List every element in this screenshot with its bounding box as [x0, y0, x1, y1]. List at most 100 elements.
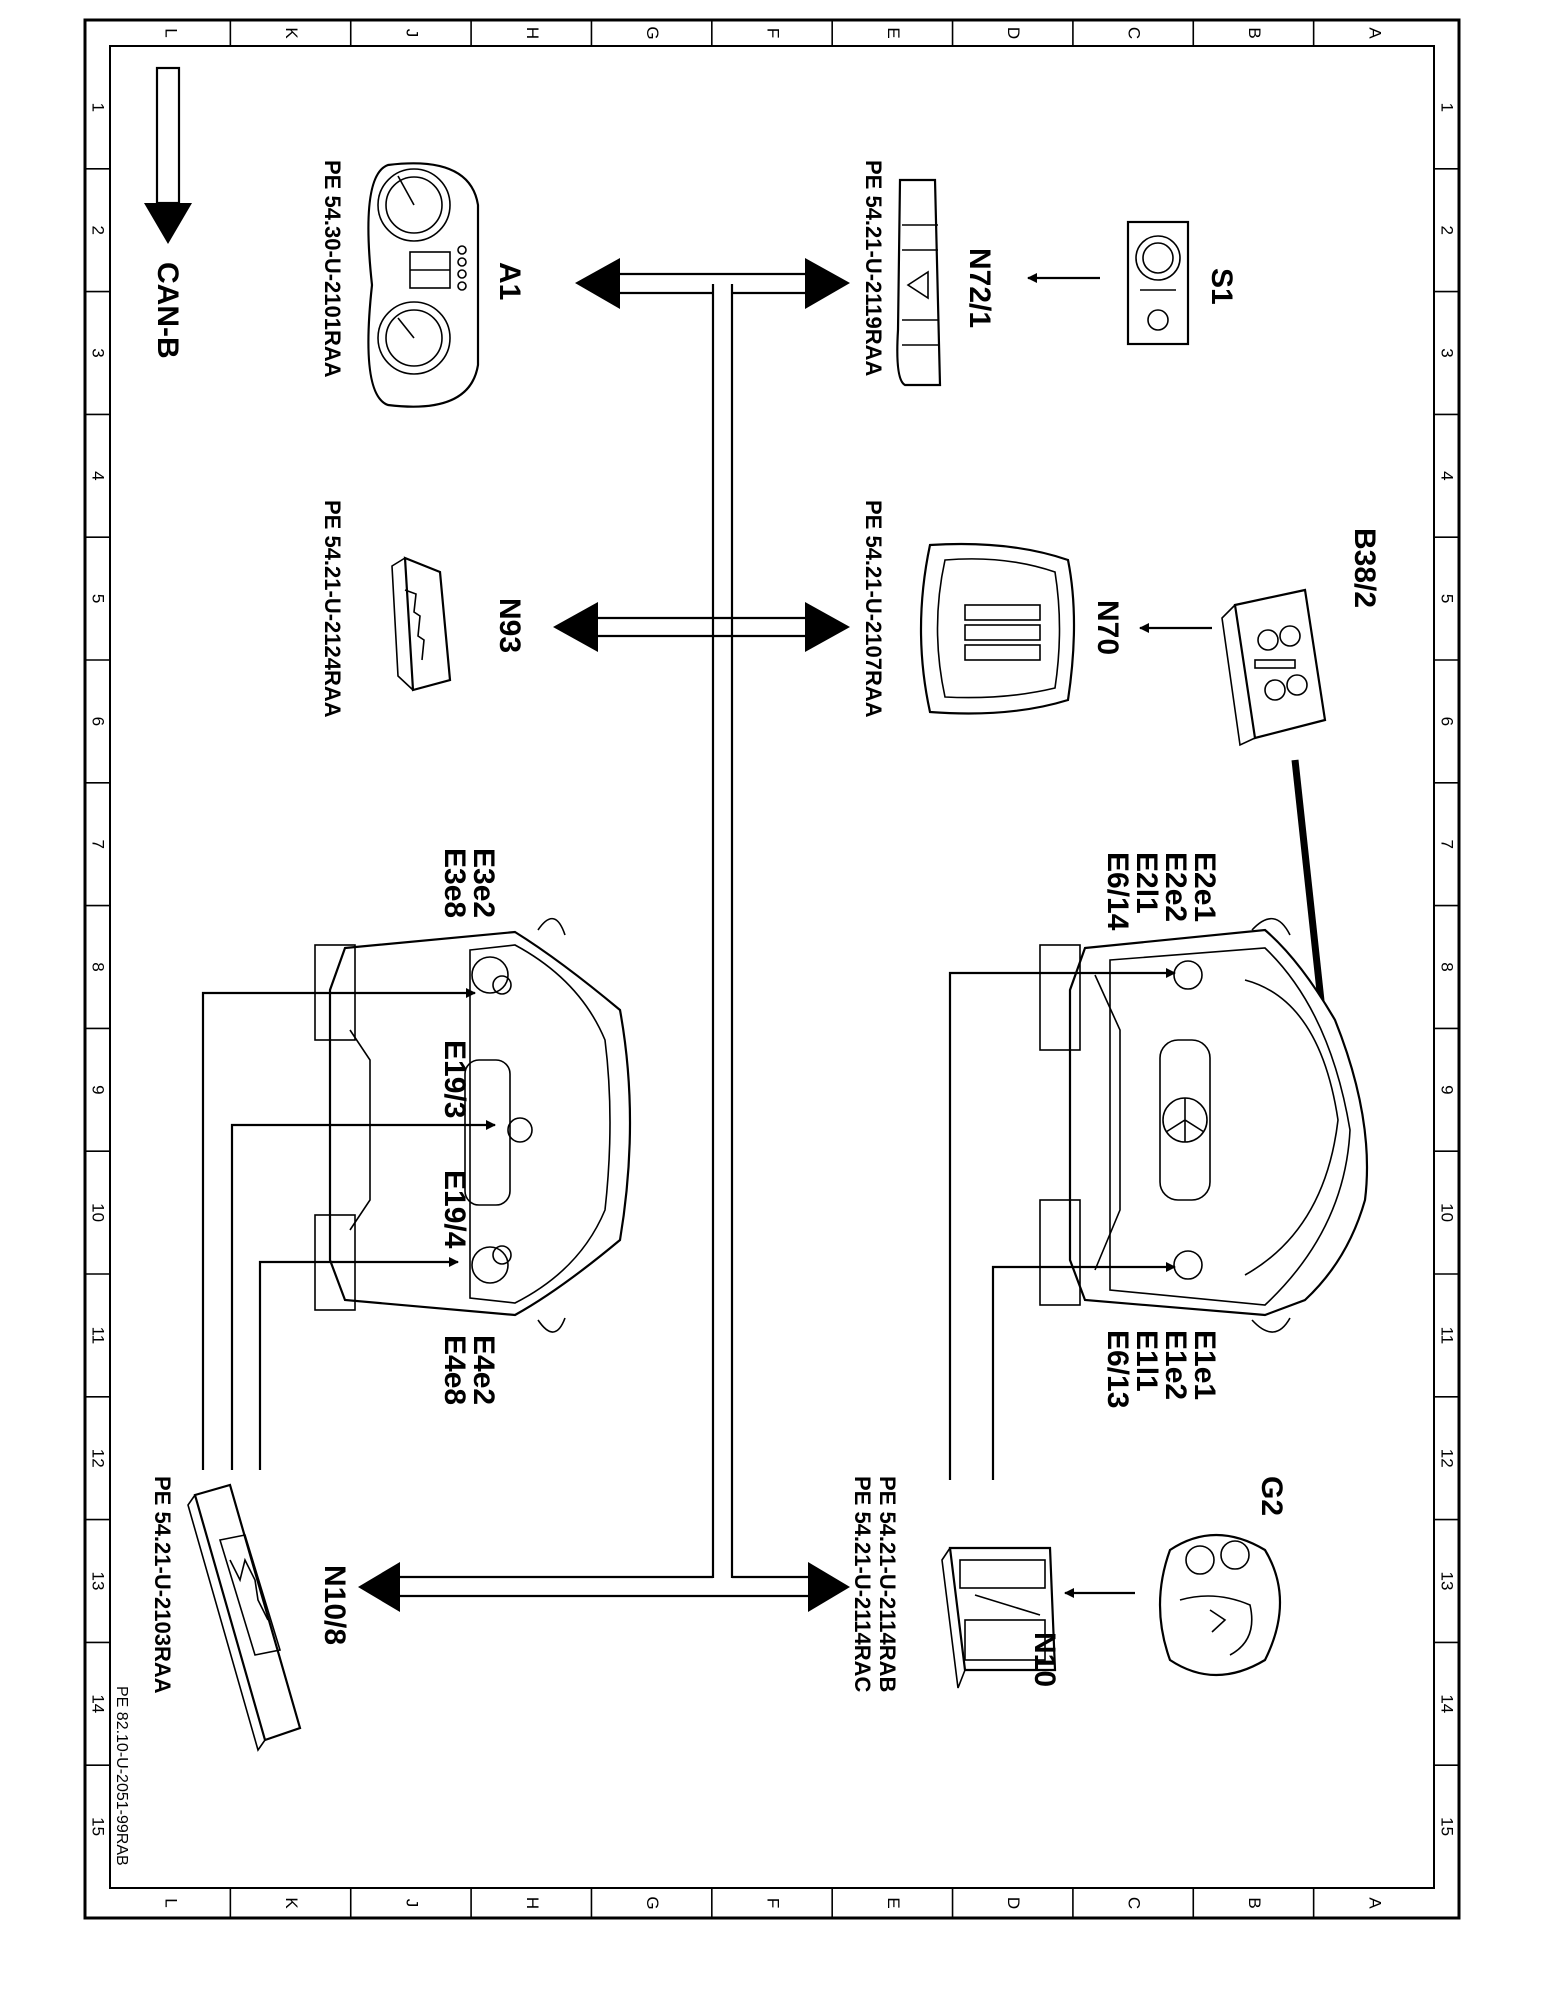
grid-column-label: L [162, 1898, 181, 1907]
grid-column-label: G [643, 1896, 662, 1909]
grid-column-label: K [282, 27, 301, 39]
grid-column-label: A [1365, 1897, 1384, 1909]
grid-row-label: 4 [1438, 471, 1457, 480]
n10-8-reference: PE 54.21-U-2103RAA [150, 1476, 175, 1694]
svg-text:E4e8: E4e8 [438, 1335, 471, 1405]
svg-text:E4e2: E4e2 [467, 1335, 500, 1405]
front-right-lamp-labels: E1e1 E1e2 E1l1 E6/13 [1101, 1330, 1221, 1408]
grid-row-label: 14 [89, 1694, 108, 1713]
can-bus [358, 258, 850, 1612]
grid-row-label: 15 [1438, 1817, 1457, 1836]
grid-column-label: B [1245, 1897, 1264, 1908]
grid-column-label: J [402, 29, 421, 38]
svg-text:E1l1: E1l1 [1130, 1330, 1163, 1392]
grid-row-label: 1 [89, 103, 108, 112]
grid-column-label: G [643, 26, 662, 39]
grid-row-label: 9 [89, 1085, 108, 1094]
grid-row-label: 15 [89, 1817, 108, 1836]
svg-text:E3e8: E3e8 [438, 848, 471, 918]
grid-row-label: 2 [89, 225, 108, 234]
n10-8-module [187, 1483, 302, 1752]
grid-column-label: H [523, 27, 542, 39]
grid-row-label: 7 [89, 839, 108, 848]
n72-1-reference: PE 54.21-U-2119RAA [861, 160, 886, 377]
grid-column-label: C [1125, 27, 1144, 39]
can-b-arrow [144, 66, 192, 244]
grid-row-label: 14 [1438, 1694, 1457, 1713]
grid-row-label: 9 [1438, 1085, 1457, 1094]
n72-1-switch-bar [896, 178, 942, 387]
grid-row-label: 4 [89, 471, 108, 480]
drawing-reference: PE 82.10-U-2051-99RAB [113, 1686, 130, 1866]
grid-column-label: C [1125, 1897, 1144, 1909]
svg-text:E6/14: E6/14 [1101, 852, 1134, 931]
grid-column-label: L [162, 28, 181, 37]
grid-row-label: 13 [1438, 1572, 1457, 1591]
n70-reference: PE 54.21-U-2107RAA [861, 500, 886, 718]
n93-module [391, 556, 452, 692]
grid-row-label: 2 [1438, 225, 1457, 234]
grid-row-label: 11 [1438, 1327, 1457, 1345]
grid-row-label: 8 [1438, 962, 1457, 971]
grid-column-label: D [1004, 27, 1023, 39]
g2-code: G2 [1255, 1476, 1288, 1516]
grid-row-label: 11 [89, 1327, 108, 1345]
rear-lamp-labels: E3e2 E3e8 E19/3 E19/4 E4e2 E4e8 [438, 848, 500, 1405]
b38-2-lead [1291, 759, 1326, 1011]
can-b-label: CAN-B [151, 262, 184, 359]
grid-row-label: 1 [1438, 103, 1457, 112]
a1-code: A1 [493, 262, 526, 300]
outer-frame [83, 18, 1461, 1920]
vehicle-rear-view [314, 917, 632, 1333]
front-left-lamp-labels: E2e1 E2e2 E2l1 E6/14 [1101, 852, 1221, 931]
svg-text:E1e2: E1e2 [1159, 1330, 1192, 1400]
grid-row-label: 10 [89, 1203, 108, 1222]
grid-column-label: B [1245, 27, 1264, 38]
grid-row-label: 12 [89, 1449, 108, 1468]
grid-row-label: 6 [89, 717, 108, 726]
g2-alternator [1158, 1534, 1281, 1676]
grid-column-label: F [764, 28, 783, 38]
svg-text:E3e2: E3e2 [467, 848, 500, 918]
n70-code: N70 [1091, 600, 1124, 655]
inner-frame [109, 45, 1435, 1889]
s1-code: S1 [1205, 268, 1238, 305]
grid-column-label: D [1004, 1897, 1023, 1909]
grid-row-label: 8 [89, 962, 108, 971]
a1-reference: PE 54.30-U-2101RAA [320, 160, 345, 378]
b38-2-rain-light-sensor [1221, 588, 1327, 747]
grid-column-label: E [884, 27, 903, 38]
grid-row-label: 5 [1438, 594, 1457, 603]
grid-column-label: A [1365, 27, 1384, 39]
s1-light-switch [1126, 220, 1190, 346]
grid-column-label: H [523, 1897, 542, 1909]
n10-sam-module [941, 1546, 1057, 1689]
grid-row-label: 12 [1438, 1449, 1457, 1468]
grid-row-label: 7 [1438, 839, 1457, 848]
svg-text:E19/4: E19/4 [438, 1170, 471, 1249]
svg-text:E2l1: E2l1 [1130, 852, 1163, 914]
n10-reference-1: PE 54.21-U-2114RAB [875, 1476, 900, 1692]
b38-2-code: B38/2 [1348, 528, 1381, 608]
n93-reference: PE 54.21-U-2124RAA [320, 500, 345, 718]
a1-instrument-cluster [367, 162, 480, 408]
n10-8-code: N10/8 [318, 1565, 351, 1645]
grid-row-label: 5 [89, 594, 108, 603]
grid-row-label: 13 [89, 1572, 108, 1591]
grid-column-label: F [764, 1898, 783, 1908]
svg-text:E1e1: E1e1 [1188, 1330, 1221, 1400]
svg-text:E2e2: E2e2 [1159, 852, 1192, 922]
svg-text:E2e1: E2e1 [1188, 852, 1221, 922]
grid-column-label: J [402, 1899, 421, 1908]
n93-code: N93 [493, 598, 526, 653]
n72-1-code: N72/1 [963, 248, 996, 328]
vehicle-front-view [1039, 917, 1369, 1333]
grid-row-label: 3 [1438, 348, 1457, 357]
n10-reference-2: PE 54.21-U-2114RAC [850, 1476, 875, 1693]
grid-row-label: 3 [89, 348, 108, 357]
n10-code: N10 [1028, 1632, 1061, 1687]
grid-ticks [85, 20, 1459, 1918]
grid-column-label: E [884, 1897, 903, 1908]
